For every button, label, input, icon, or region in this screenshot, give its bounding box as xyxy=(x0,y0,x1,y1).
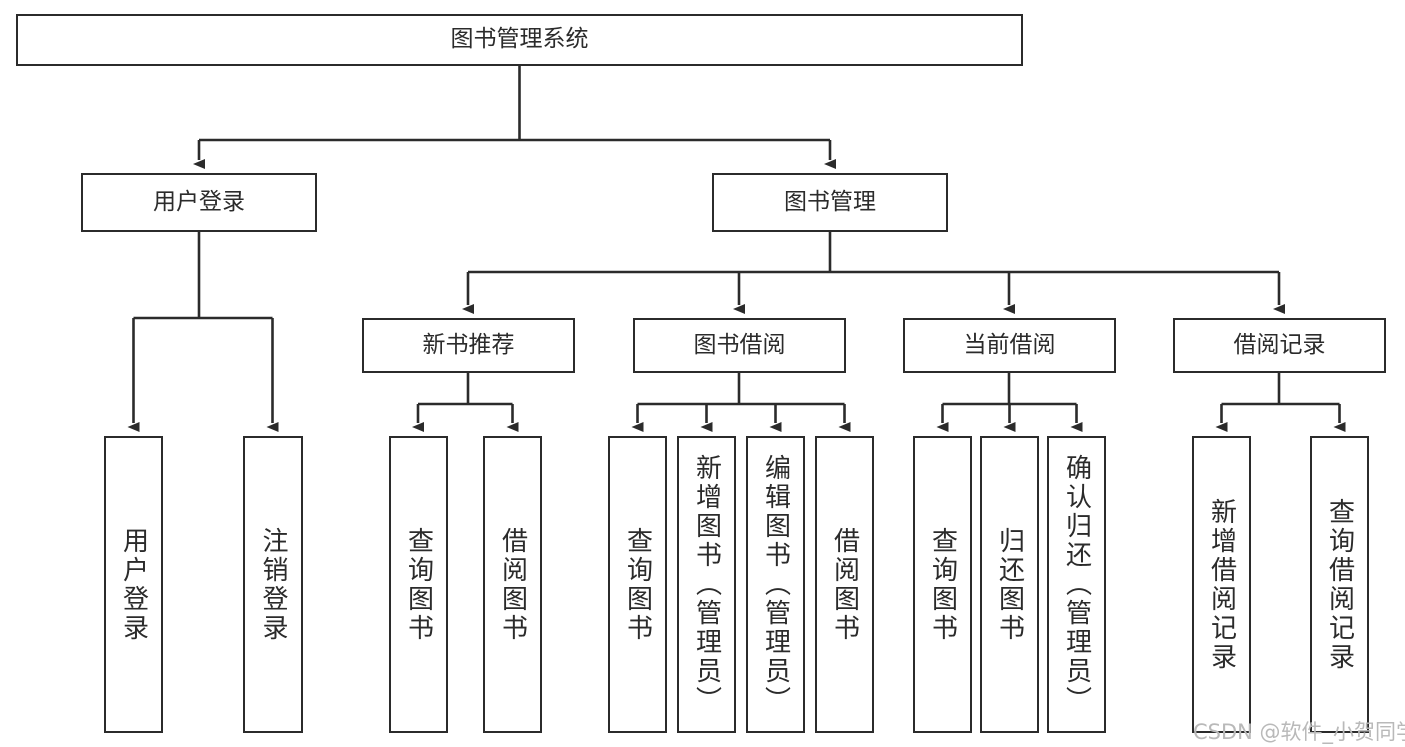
node-leaf-return-book-label: 归还图书 xyxy=(994,526,1025,643)
node-root-label: 图书管理系统 xyxy=(450,26,589,53)
node-leaf-add-record-label: 新增借阅记录 xyxy=(1206,497,1237,672)
node-leaf-borrow-book-2[interactable]: 借阅图书 xyxy=(815,436,874,733)
node-leaf-query-book-1[interactable]: 查询图书 xyxy=(389,436,448,733)
node-leaf-add-record[interactable]: 新增借阅记录 xyxy=(1192,436,1251,733)
node-leaf-confirm-return-label: 确认归还（管理员） xyxy=(1061,454,1092,715)
edge-group-borrow-record xyxy=(1215,373,1346,432)
node-new-book-recommend-label: 新书推荐 xyxy=(422,331,515,358)
node-leaf-user-login-label: 用户登录 xyxy=(118,526,149,643)
node-leaf-query-book-2-label: 查询图书 xyxy=(622,526,653,643)
node-leaf-edit-book-label: 编辑图书（管理员） xyxy=(760,454,791,715)
node-book-borrow[interactable]: 图书借阅 xyxy=(633,318,846,373)
edge-group-book-management xyxy=(462,232,1285,314)
edge-group-user-login xyxy=(127,232,279,432)
node-leaf-query-book-2[interactable]: 查询图书 xyxy=(608,436,667,733)
edge-group-root xyxy=(193,66,836,169)
node-leaf-confirm-return[interactable]: 确认归还（管理员） xyxy=(1047,436,1106,733)
edge-group-new-book-recommend xyxy=(412,373,519,432)
node-current-borrow-label: 当前借阅 xyxy=(963,331,1056,358)
node-leaf-query-book-1-label: 查询图书 xyxy=(403,526,434,643)
node-leaf-user-logout[interactable]: 注销登录 xyxy=(243,436,303,733)
node-borrow-record[interactable]: 借阅记录 xyxy=(1173,318,1386,373)
node-leaf-borrow-book-1[interactable]: 借阅图书 xyxy=(483,436,542,733)
node-current-borrow[interactable]: 当前借阅 xyxy=(903,318,1116,373)
edge-group-book-borrow xyxy=(631,373,851,432)
csdn-watermark: CSDN @软件_小贺同学 xyxy=(1193,720,1405,744)
node-leaf-borrow-book-1-label: 借阅图书 xyxy=(497,526,528,643)
node-leaf-query-record[interactable]: 查询借阅记录 xyxy=(1310,436,1369,733)
node-root[interactable]: 图书管理系统 xyxy=(16,14,1023,66)
node-book-management-label: 图书管理 xyxy=(784,188,876,215)
node-user-login-label: 用户登录 xyxy=(153,188,245,215)
node-leaf-borrow-book-2-label: 借阅图书 xyxy=(829,526,860,643)
node-leaf-query-book-3[interactable]: 查询图书 xyxy=(913,436,972,733)
node-leaf-user-login[interactable]: 用户登录 xyxy=(104,436,163,733)
node-leaf-add-book[interactable]: 新增图书（管理员） xyxy=(677,436,736,733)
node-leaf-add-book-label: 新增图书（管理员） xyxy=(691,454,722,715)
node-leaf-query-book-3-label: 查询图书 xyxy=(927,526,958,643)
node-book-borrow-label: 图书借阅 xyxy=(693,331,786,358)
node-new-book-recommend[interactable]: 新书推荐 xyxy=(362,318,575,373)
node-borrow-record-label: 借阅记录 xyxy=(1233,331,1326,358)
edge-group-current-borrow xyxy=(936,373,1083,432)
node-user-login[interactable]: 用户登录 xyxy=(81,173,317,232)
node-book-management[interactable]: 图书管理 xyxy=(712,173,948,232)
node-leaf-user-logout-label: 注销登录 xyxy=(258,526,288,643)
node-leaf-edit-book[interactable]: 编辑图书（管理员） xyxy=(746,436,805,733)
node-leaf-return-book[interactable]: 归还图书 xyxy=(980,436,1039,733)
node-leaf-query-record-label: 查询借阅记录 xyxy=(1324,497,1355,672)
